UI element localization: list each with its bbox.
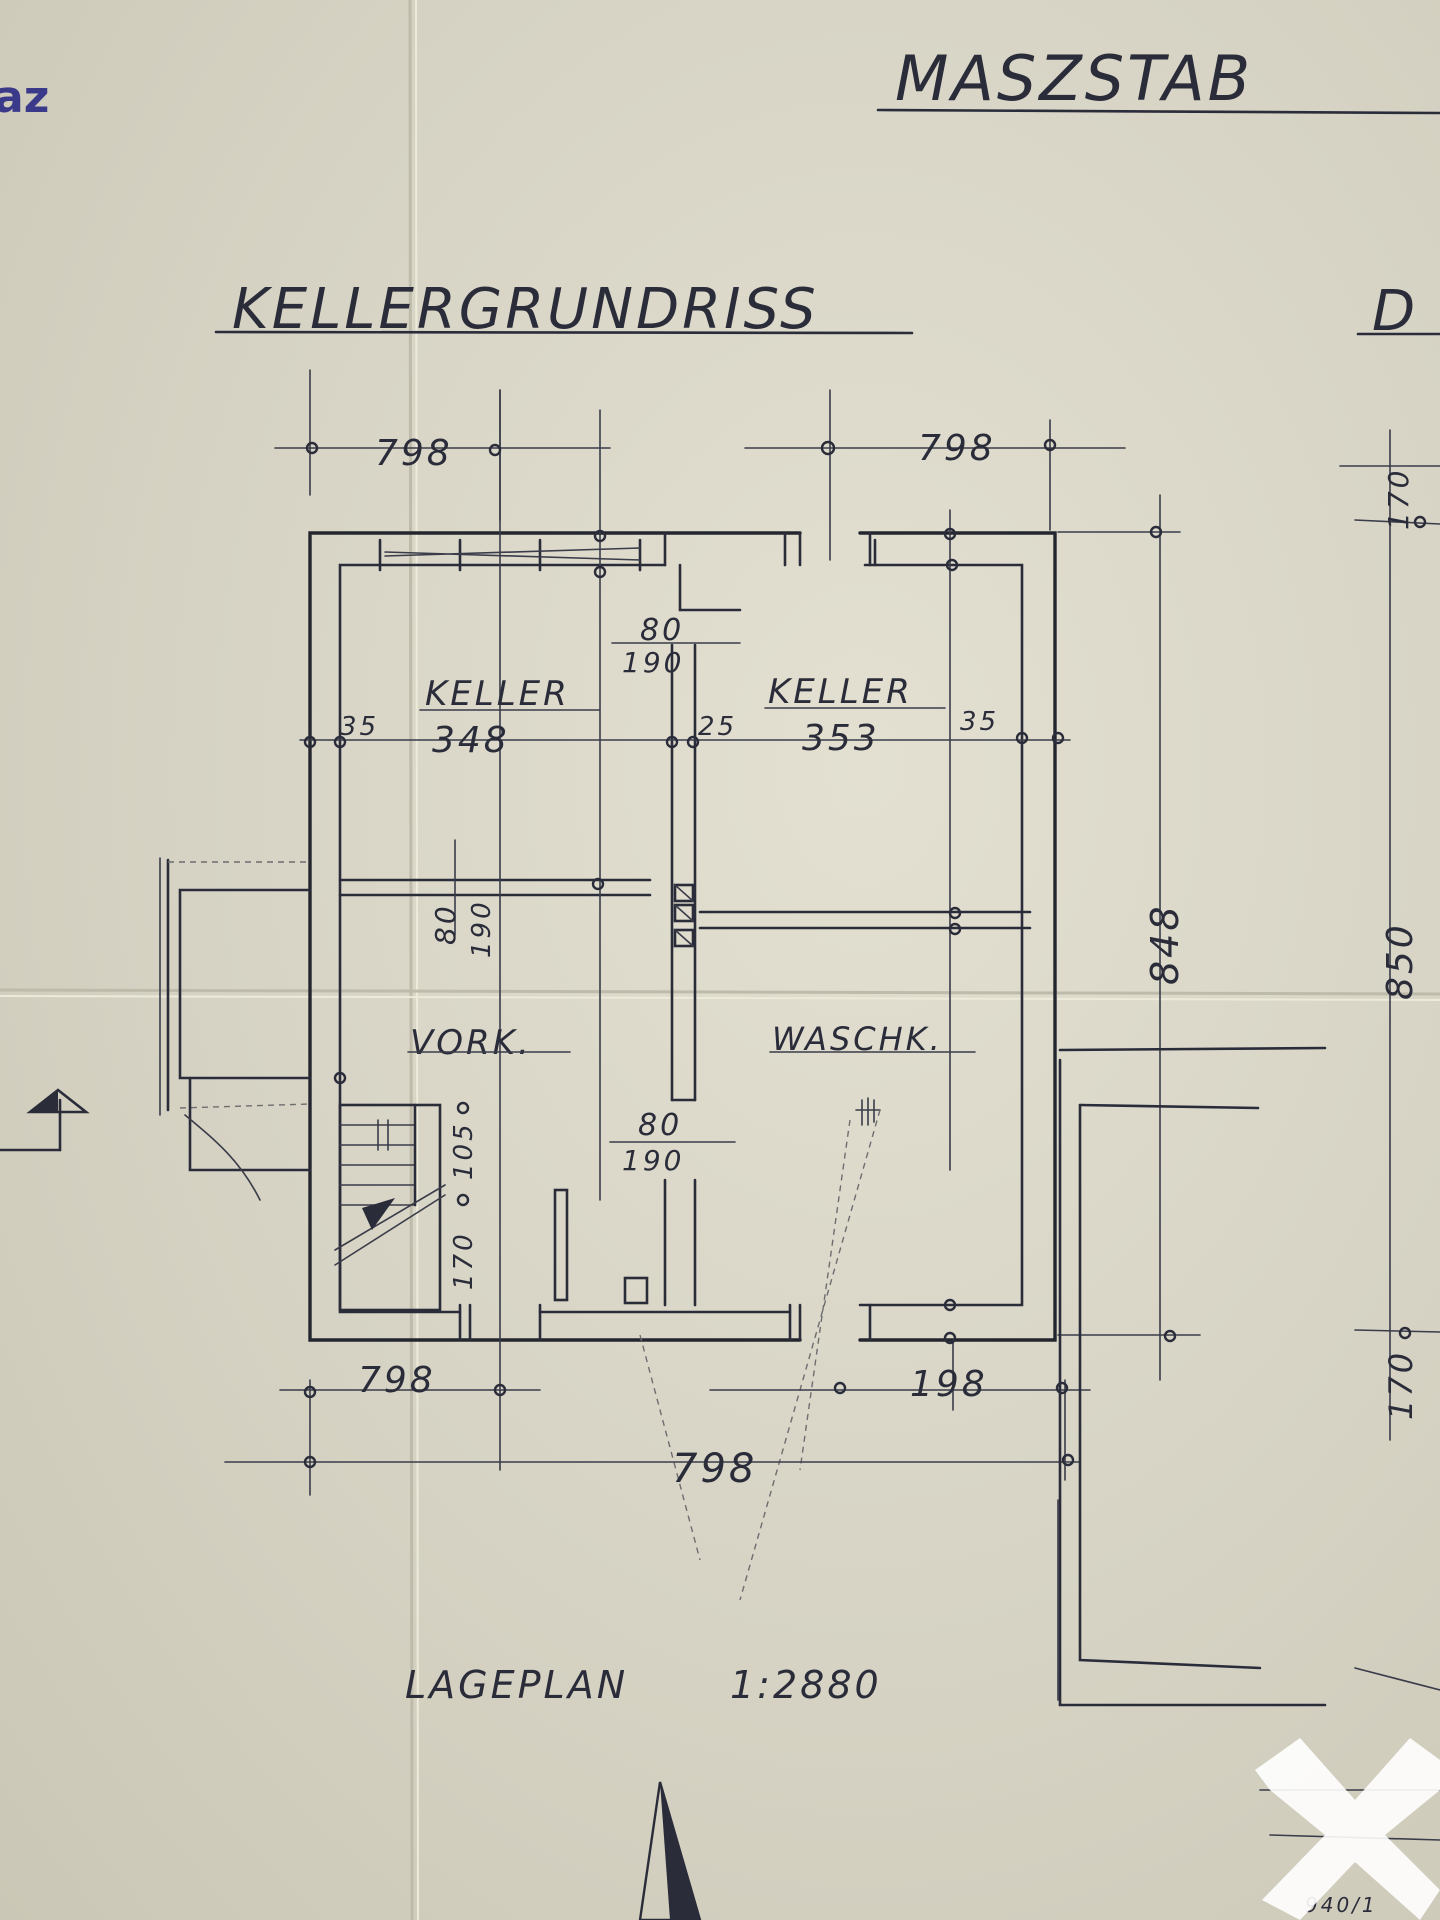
fold-horizontal bbox=[0, 988, 1440, 996]
site-plan-label: LAGEPLAN bbox=[405, 1663, 628, 1707]
dim-wall-right: 35 bbox=[960, 707, 999, 737]
dim-top-right: 798 bbox=[918, 428, 996, 469]
dim-right-850: 850 bbox=[1380, 922, 1421, 1000]
dim-right-170-bottom: 170 bbox=[1382, 1350, 1420, 1420]
stair-arrow-icon bbox=[362, 1198, 395, 1230]
interior-walls bbox=[338, 389, 1032, 1471]
north-arrow-partial-icon bbox=[0, 1088, 90, 1152]
dim-height-848: 848 bbox=[1143, 903, 1187, 985]
dim-stair-105: 105 bbox=[449, 1121, 479, 1180]
scale-underline bbox=[876, 108, 1440, 115]
dim-top-left: 798 bbox=[375, 433, 453, 474]
dim-door-mid-height: 190 bbox=[467, 899, 497, 958]
watermark-logo-icon bbox=[1255, 1738, 1440, 1920]
dim-bottom-left: 798 bbox=[358, 1360, 436, 1401]
dim-keller-left-width: 348 bbox=[432, 720, 510, 761]
room-label-keller-left: KELLER bbox=[425, 674, 570, 714]
room-label-keller-right: KELLER bbox=[768, 672, 913, 712]
dim-door-top-width: 80 bbox=[640, 613, 684, 648]
dim-door-low-width: 80 bbox=[638, 1108, 682, 1143]
staircase bbox=[334, 1103, 446, 1312]
dim-bottom-right: 198 bbox=[910, 1364, 988, 1405]
site-plan-lines bbox=[1058, 1046, 1440, 1707]
plan-title-underline bbox=[214, 330, 914, 335]
outer-walls bbox=[308, 531, 1057, 1342]
dim-wall-mid: 25 bbox=[698, 712, 737, 742]
dim-door-low-height: 190 bbox=[622, 1144, 684, 1177]
dim-door-mid-width: 80 bbox=[429, 903, 462, 945]
dim-stair-170: 170 bbox=[449, 1231, 479, 1290]
north-arrow-icon bbox=[638, 1781, 702, 1920]
dim-door-top-height: 190 bbox=[622, 646, 684, 679]
room-label-vork: VORK. bbox=[410, 1023, 532, 1063]
washroom-fixtures bbox=[639, 1097, 881, 1601]
stamp-fragment: az bbox=[0, 72, 49, 123]
dimension-lines bbox=[224, 369, 1440, 1701]
dim-wall-left: 35 bbox=[340, 712, 379, 742]
site-plan-scale: 1:2880 bbox=[730, 1663, 882, 1707]
entrance-steps bbox=[159, 857, 312, 1201]
dim-total-width: 798 bbox=[672, 1446, 757, 1492]
fold-vertical bbox=[408, 0, 414, 1920]
dim-keller-right-width: 353 bbox=[802, 718, 880, 759]
scale-label: MASZSTAB bbox=[895, 42, 1253, 115]
dim-right-170-top: 170 bbox=[1382, 468, 1415, 530]
